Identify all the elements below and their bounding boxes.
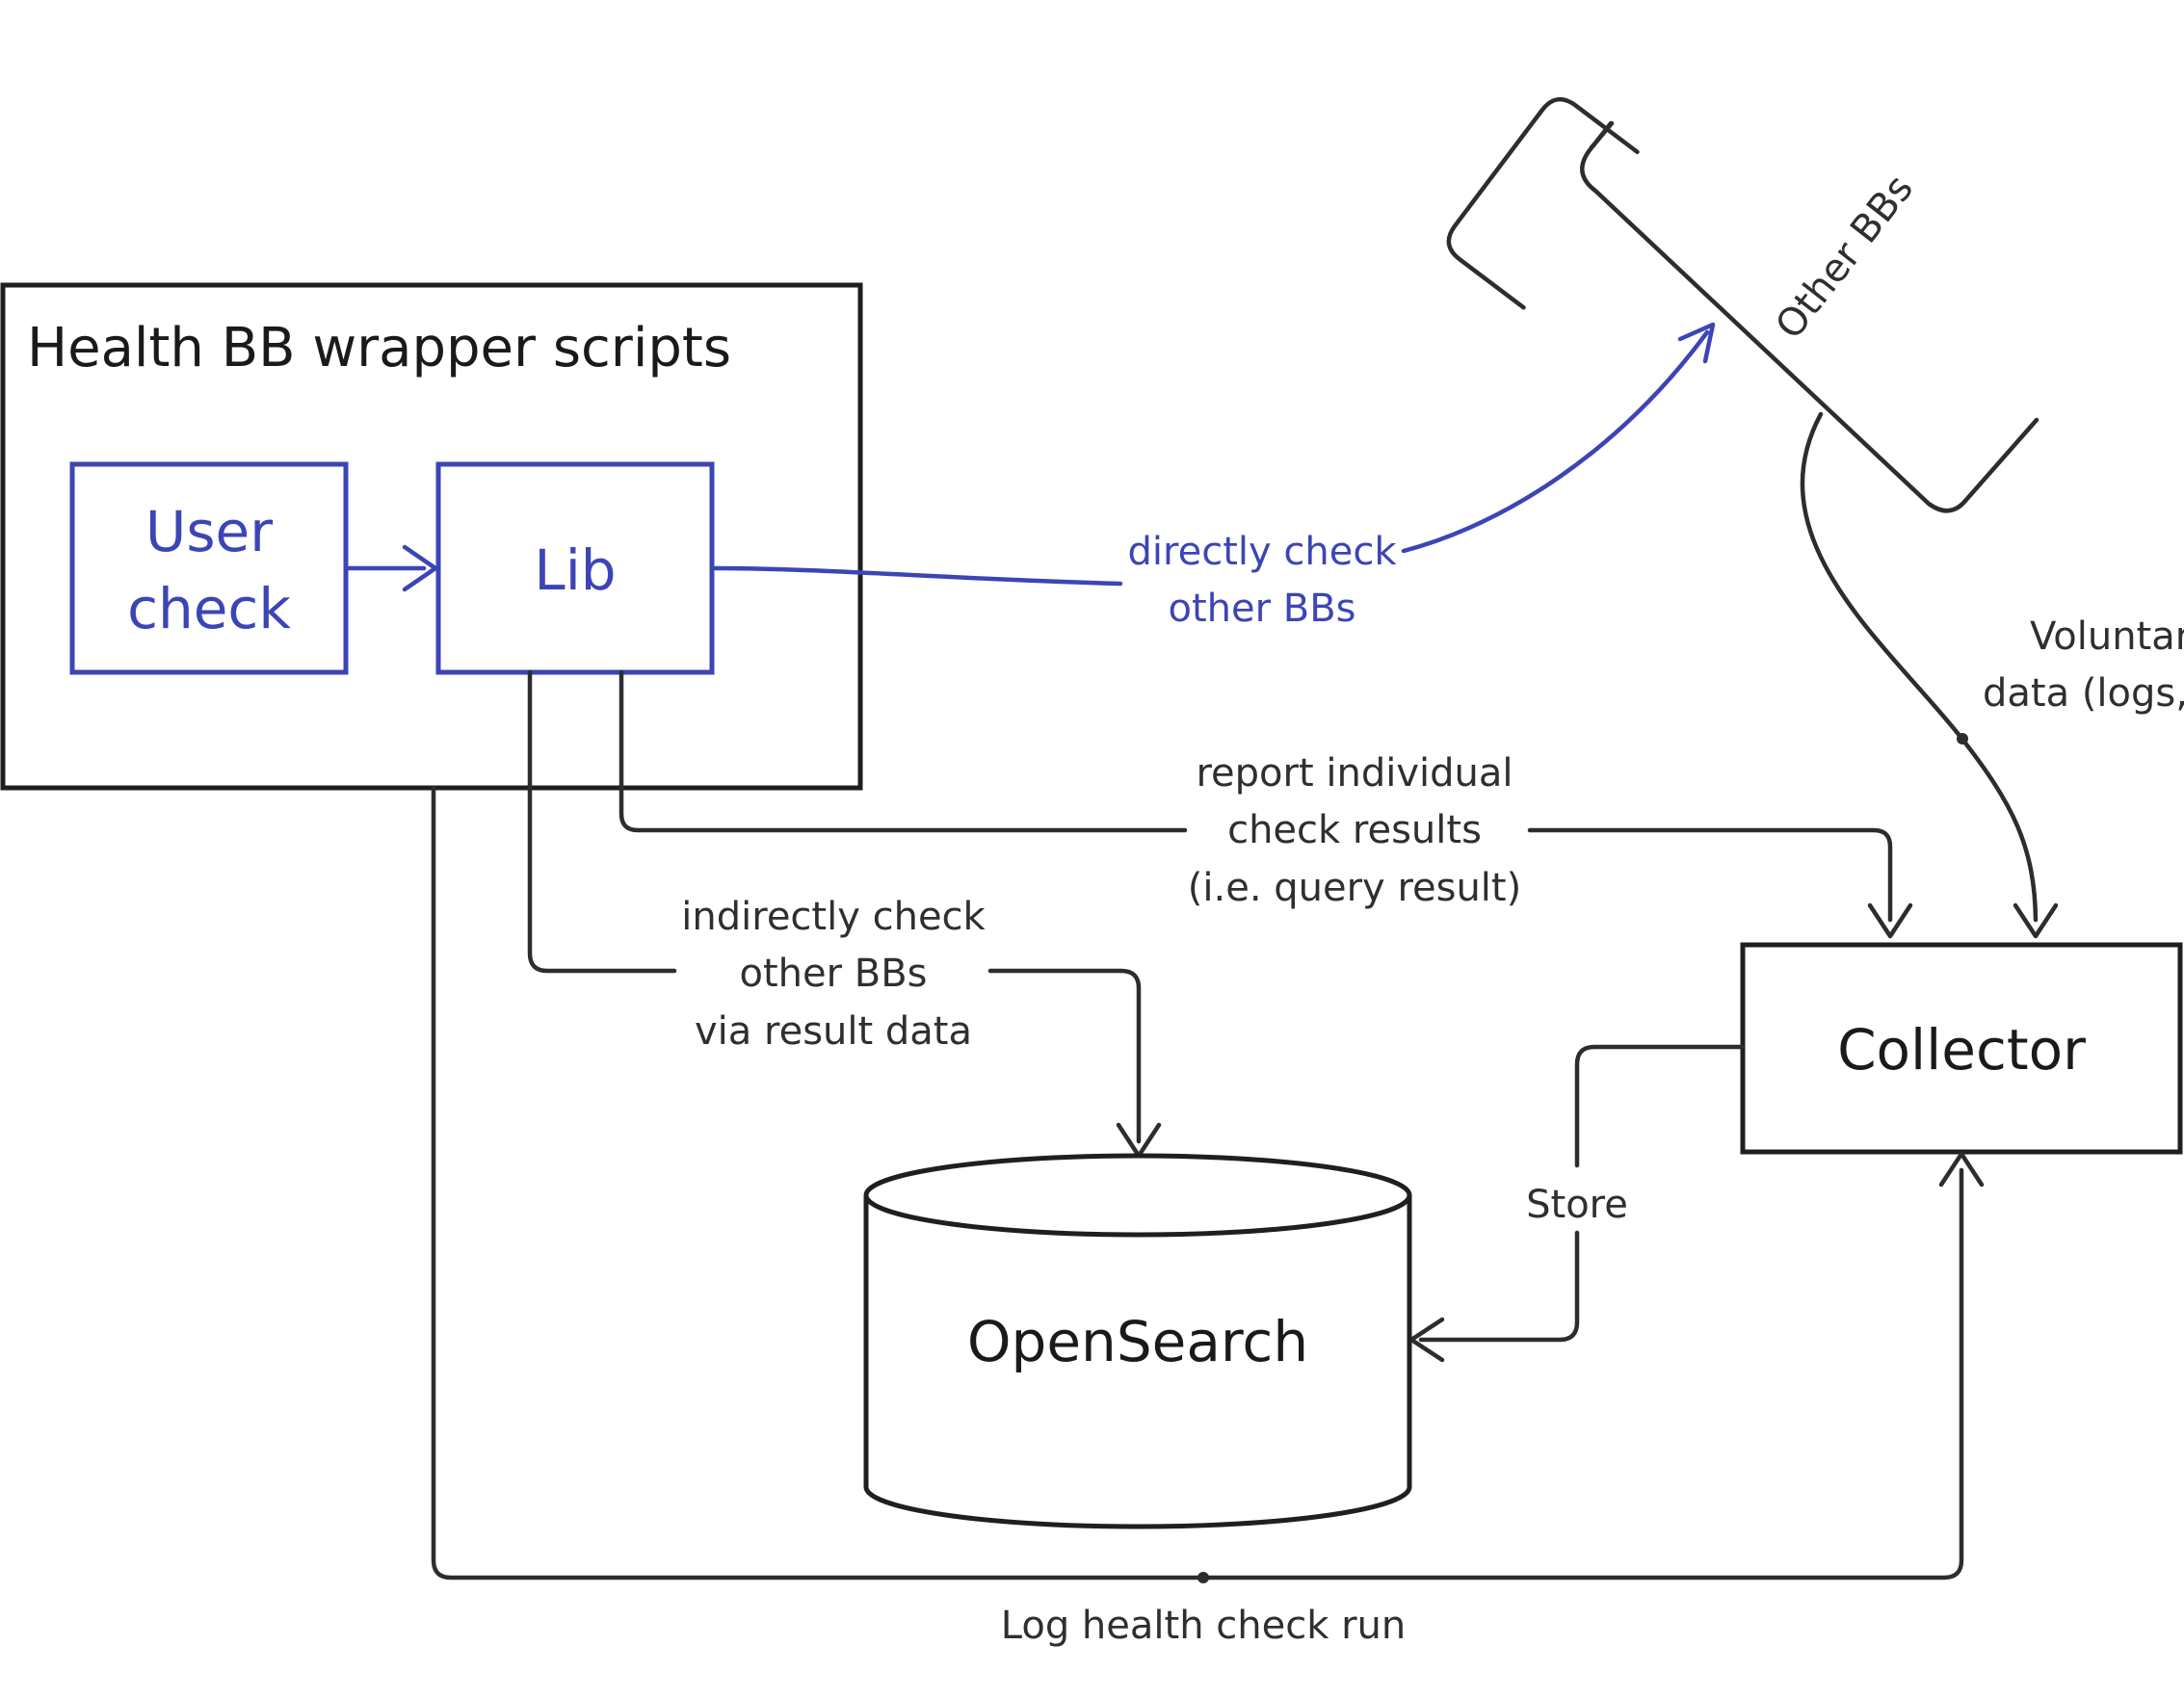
collector-box: Collector bbox=[1740, 942, 2183, 1155]
report-label-line3: (i.e. query result) bbox=[1188, 866, 1521, 910]
user-check-line1: User bbox=[145, 499, 273, 564]
direct-check-label-line1: directly check bbox=[1128, 530, 1398, 574]
direct-check-connector bbox=[709, 322, 1716, 587]
other-bbs-label: Other BBs bbox=[1767, 167, 1922, 348]
voluntary-data-connector bbox=[1800, 411, 2059, 939]
opensearch-label: OpenSearch bbox=[967, 1309, 1308, 1374]
log-run-connector bbox=[431, 785, 1985, 1583]
direct-check-label-line2: other BBs bbox=[1169, 587, 1356, 631]
user-check-to-lib-arrow bbox=[343, 544, 438, 592]
report-results-connector bbox=[618, 669, 1913, 939]
user-check-line2: check bbox=[127, 576, 291, 641]
report-label-line1: report individual bbox=[1196, 751, 1513, 796]
report-label-line2: check results bbox=[1227, 808, 1482, 852]
log-run-label: Log health check run bbox=[1001, 1604, 1406, 1648]
store-label: Store bbox=[1526, 1183, 1628, 1227]
user-check-box: User check bbox=[69, 461, 349, 675]
wrapper-title: Health BB wrapper scripts bbox=[27, 317, 731, 379]
lib-box: Lib bbox=[435, 461, 715, 675]
indirect-label-line3: via result data bbox=[695, 1009, 972, 1054]
indirect-label-line1: indirectly check bbox=[681, 895, 986, 939]
other-bbs-bracket bbox=[1580, 120, 2039, 513]
indirect-label-line2: other BBs bbox=[740, 952, 928, 996]
collector-label: Collector bbox=[1837, 1017, 2086, 1083]
voluntary-label-line1: Voluntar bbox=[2030, 614, 2184, 659]
voluntary-label-line2: data (logs, bbox=[1983, 671, 2184, 716]
lib-label: Lib bbox=[534, 537, 616, 603]
opensearch-cylinder: OpenSearch bbox=[863, 1153, 1412, 1529]
